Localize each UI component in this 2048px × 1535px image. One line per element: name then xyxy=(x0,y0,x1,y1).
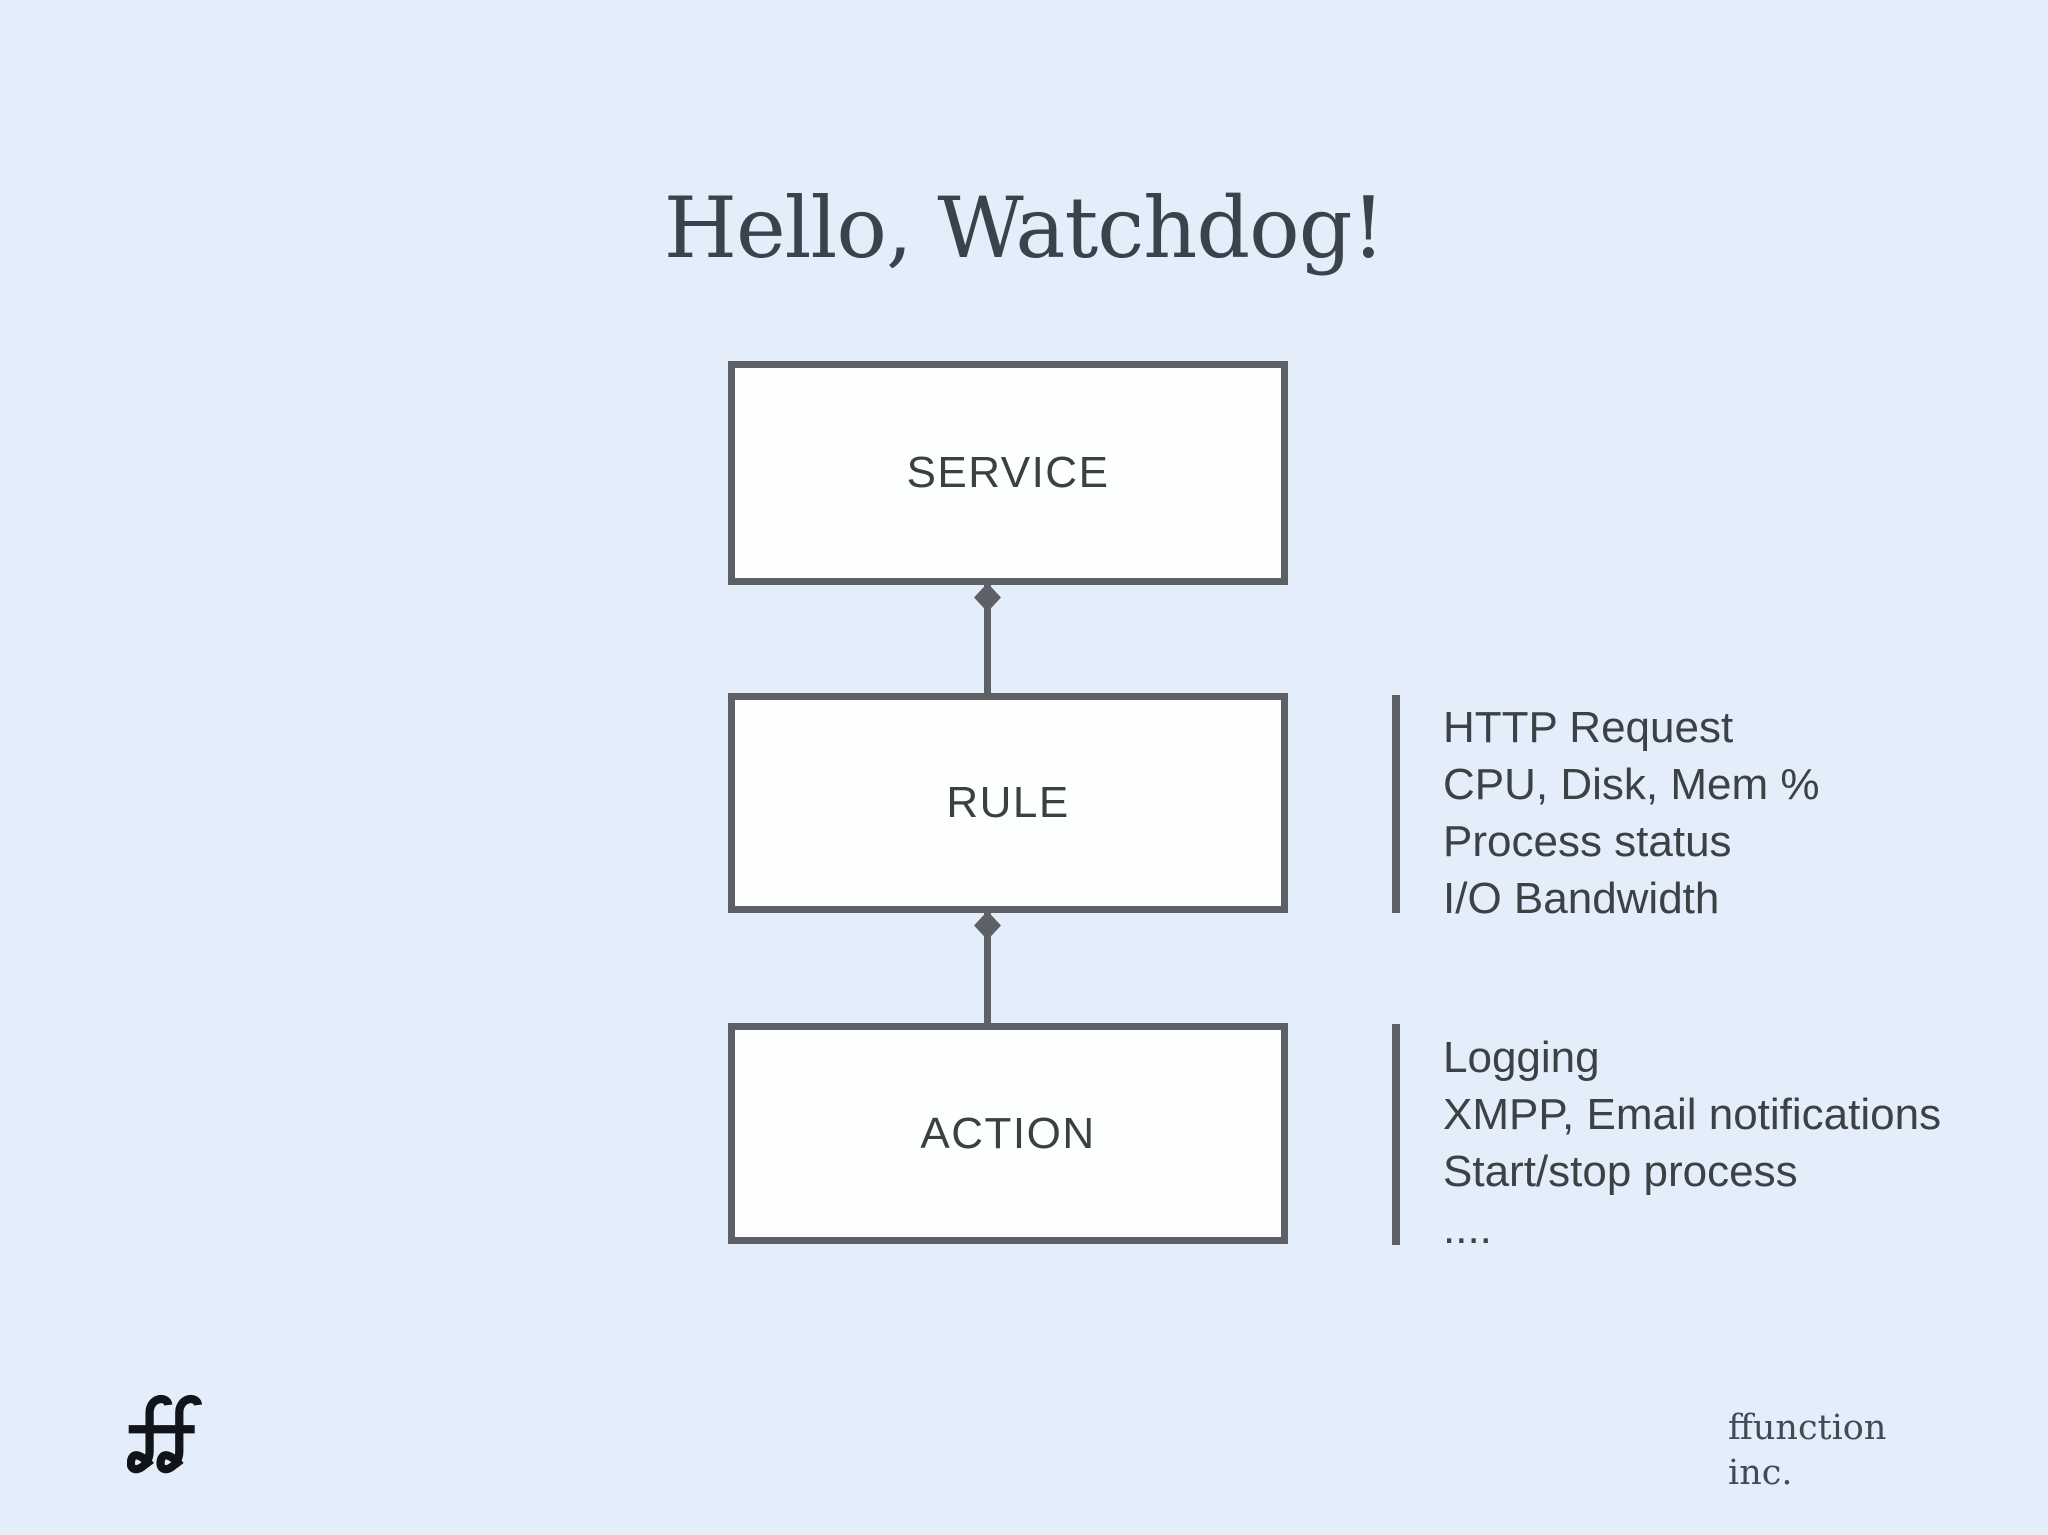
annotation-list-action: Logging XMPP, Email notifications Start/… xyxy=(1443,1029,1941,1257)
diagram-box-rule-label: RULE xyxy=(946,778,1070,827)
annotation-line: Start/stop process xyxy=(1443,1147,1798,1196)
slide-title: Hello, Watchdog! xyxy=(663,179,1386,278)
annotation-bar-rule xyxy=(1392,695,1400,913)
annotation-line: HTTP Request xyxy=(1443,703,1734,752)
annotation-line: I/O Bandwidth xyxy=(1443,874,1720,923)
diagram-box-rule: RULE xyxy=(728,693,1288,913)
connector-line-rule-action xyxy=(984,913,991,1025)
diamond-connector-icon xyxy=(974,583,1001,612)
diagram-box-action: ACTION xyxy=(728,1023,1288,1244)
company-name: ffunction inc. xyxy=(1728,1406,1886,1496)
diamond-connector-icon xyxy=(974,911,1001,940)
diagram-box-service: SERVICE xyxy=(728,361,1288,585)
diagram-box-service-label: SERVICE xyxy=(906,448,1110,497)
company-name-line2: inc. xyxy=(1728,1453,1793,1493)
annotation-line: Logging xyxy=(1443,1033,1600,1082)
ffunction-logo-icon xyxy=(126,1394,203,1482)
annotation-list-rule: HTTP Request CPU, Disk, Mem % Process st… xyxy=(1443,699,1819,927)
connector-line-service-rule xyxy=(984,585,991,695)
annotation-line: CPU, Disk, Mem % xyxy=(1443,760,1820,809)
company-name-line1: ffunction xyxy=(1728,1408,1887,1448)
annotation-line: .... xyxy=(1443,1204,1492,1253)
annotation-line: XMPP, Email notifications xyxy=(1443,1090,1942,1139)
annotation-line: Process status xyxy=(1443,817,1732,866)
diagram-box-action-label: ACTION xyxy=(920,1108,1096,1158)
annotation-bar-action xyxy=(1392,1024,1400,1245)
